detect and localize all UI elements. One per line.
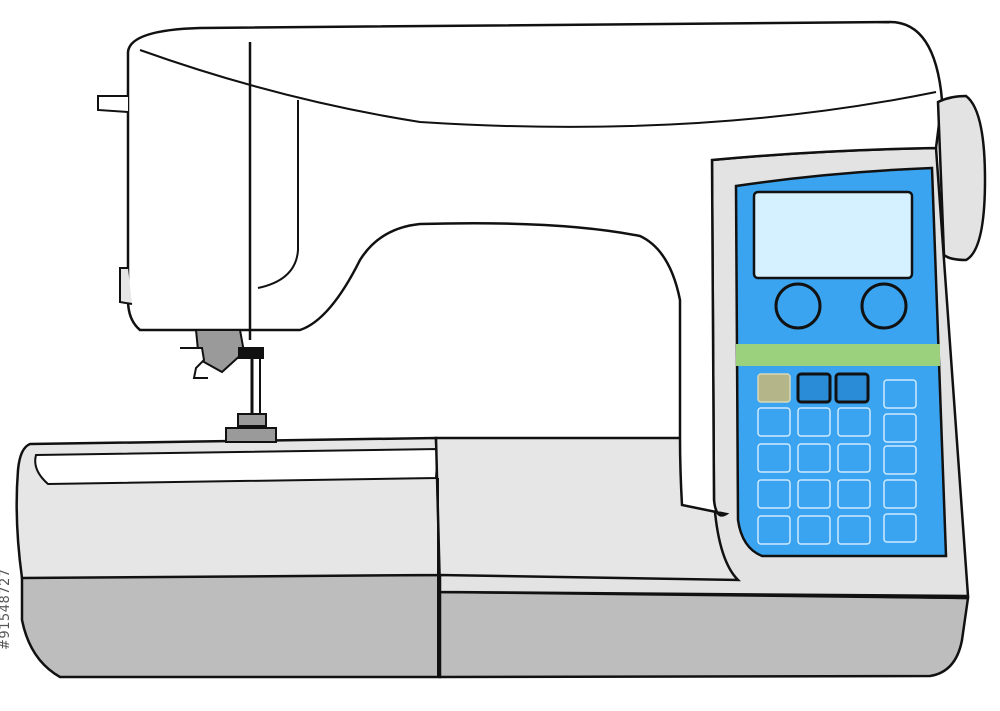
key-row1-col4[interactable]	[883, 379, 917, 409]
lcd-screen	[752, 190, 914, 280]
needle-clamp	[238, 347, 264, 359]
key-row3-col3[interactable]	[837, 443, 871, 473]
key-row5-col1[interactable]	[757, 515, 791, 545]
key-row1-col1-selected[interactable]	[757, 373, 791, 403]
key-row2-col3[interactable]	[837, 407, 871, 437]
key-row4-col4[interactable]	[883, 479, 917, 509]
key-row3-col1[interactable]	[757, 443, 791, 473]
key-row2-col4[interactable]	[883, 413, 917, 443]
key-row5-col3[interactable]	[837, 515, 871, 545]
key-row4-col1[interactable]	[757, 479, 791, 509]
right-dial[interactable]	[860, 282, 908, 330]
keypad	[757, 372, 917, 545]
key-row4-col3[interactable]	[837, 479, 871, 509]
key-row5-col4[interactable]	[883, 513, 917, 543]
key-row3-col2[interactable]	[797, 443, 831, 473]
thread-guide	[97, 95, 129, 113]
free-arm-top	[34, 447, 440, 486]
presser-arm	[180, 347, 208, 379]
base-lower-band	[20, 573, 442, 679]
presser-foot-top	[237, 413, 267, 427]
faceplate-curve	[257, 100, 299, 289]
key-row1-col3[interactable]	[834, 372, 870, 404]
base-lower-band-right	[438, 588, 970, 679]
key-row5-col2[interactable]	[797, 515, 831, 545]
machine-body	[126, 20, 944, 517]
watermark-side-text: #91548727	[0, 568, 13, 650]
arm-contour-line	[139, 49, 937, 128]
key-row2-col2[interactable]	[797, 407, 831, 437]
display-strip	[736, 344, 940, 366]
left-dial[interactable]	[774, 282, 822, 330]
key-row4-col2[interactable]	[797, 479, 831, 509]
side-lever	[119, 267, 133, 305]
key-row1-col2[interactable]	[796, 372, 832, 404]
key-row3-col4[interactable]	[883, 445, 917, 475]
presser-foot	[225, 427, 277, 443]
hand-wheel	[936, 94, 987, 262]
key-row2-col1[interactable]	[757, 407, 791, 437]
